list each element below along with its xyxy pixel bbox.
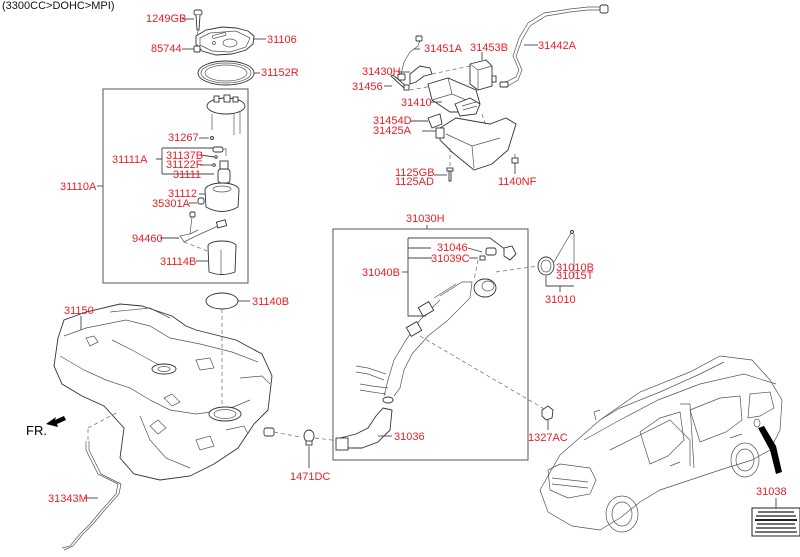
part-label-31112[interactable]: 31112 <box>168 188 197 200</box>
part-label-31111A[interactable]: 31111A <box>112 154 148 166</box>
part-label-31442A[interactable]: 31442A <box>538 40 577 52</box>
part-label-1140NF[interactable]: 1140NF <box>498 176 537 188</box>
part-label-1471DC[interactable]: 1471DC <box>290 471 330 483</box>
part-label-31425A[interactable]: 31425A <box>373 125 412 137</box>
bolt-1249GB <box>193 9 203 31</box>
part-label-1249GB[interactable]: 1249GB <box>146 13 186 25</box>
vent-hose-31451A <box>397 35 423 81</box>
part-label-31039C[interactable]: 31039C <box>431 253 470 265</box>
part-label-31010[interactable]: 31010 <box>545 294 576 306</box>
label-location-pointer <box>758 426 782 474</box>
part-label-31137B[interactable]: 31137B <box>166 150 203 162</box>
part-label-31453B[interactable]: 31453B <box>470 42 508 54</box>
gasket-ring-31140B <box>205 292 239 310</box>
bracket-31425A <box>435 127 445 139</box>
part-label-31152R[interactable]: 31152R <box>261 67 299 79</box>
fuel-tank-31150 <box>53 303 275 481</box>
pump-reservoir-31112 <box>204 182 240 212</box>
filler-cap-seal-31046 <box>479 245 517 261</box>
fuel-pump-31111 <box>212 146 231 184</box>
part-label-31114B[interactable]: 31114B <box>160 256 196 268</box>
part-label-31040B[interactable]: 31040B <box>362 267 400 279</box>
part-label-1327AC[interactable]: 1327AC <box>528 432 568 444</box>
reservoir-cup-31114B <box>207 240 237 275</box>
cover-plate-31106 <box>195 26 255 56</box>
part-label-31106[interactable]: 31106 <box>267 34 297 46</box>
part-label-31150[interactable]: 31150 <box>64 305 94 317</box>
part-label-31267[interactable]: 31267 <box>168 132 199 144</box>
vehicle-illustration <box>539 355 783 533</box>
part-label-94460[interactable]: 94460 <box>132 233 163 245</box>
filler-hose-31036 <box>335 407 393 451</box>
bolt-1140NF <box>511 154 519 164</box>
part-label-85744[interactable]: 85744 <box>151 43 182 55</box>
part-label-31030H[interactable]: 31030H <box>406 213 445 225</box>
part-label-31430H[interactable]: 31430H <box>362 66 401 78</box>
part-label-1125AD[interactable]: 1125AD <box>395 176 434 188</box>
bracket-31454D <box>427 113 443 129</box>
valve-35301A <box>197 197 205 205</box>
part-label-31410[interactable]: 31410 <box>401 97 432 109</box>
filler-neck-assembly-box <box>332 228 529 461</box>
part-label-35301A[interactable]: 35301A <box>152 198 191 210</box>
engine-spec-header: (3300CC>DOHC>MPI) <box>2 0 115 12</box>
filter-31267 <box>210 136 214 140</box>
part-label-31111[interactable]: 31111 <box>173 169 201 181</box>
part-label-31110A[interactable]: 31110A <box>60 181 97 193</box>
part-label-31343M[interactable]: 31343M <box>48 493 88 505</box>
canister-31410 <box>427 77 481 117</box>
part-label-31456[interactable]: 31456 <box>352 81 383 93</box>
bolt-1125GB <box>446 167 454 182</box>
canister-tray <box>439 117 517 171</box>
part-label-1125GB[interactable]: 1125GB <box>395 167 435 179</box>
part-label-31046[interactable]: 31046 <box>437 242 468 254</box>
fuel-cap-31010 <box>537 230 575 278</box>
bolt-31456 <box>390 74 410 91</box>
hose-31430H <box>409 65 433 85</box>
clamp-1471DC <box>303 429 315 446</box>
filler-neck-pipe <box>355 278 497 404</box>
front-direction-arrow-icon <box>46 416 66 427</box>
pump-flange <box>206 94 246 135</box>
filter-31453B <box>469 59 497 91</box>
lock-ring-31152R <box>197 60 255 86</box>
vent-tube-31343M <box>61 441 122 551</box>
part-label-31454D[interactable]: 31454D <box>373 115 412 127</box>
part-label-31140B[interactable]: 31140B <box>252 296 289 308</box>
vapor-hose-31442A <box>499 4 609 88</box>
part-label-31036[interactable]: 31036 <box>394 431 425 443</box>
grommet-1327AC <box>541 405 554 421</box>
front-direction-label: FR. <box>26 423 47 438</box>
part-label-31015T[interactable]: 31015T <box>556 270 594 282</box>
part-label-31451A[interactable]: 31451A <box>424 43 463 55</box>
part-label-31122F[interactable]: 31122F <box>166 159 203 171</box>
sender-94460 <box>179 211 228 243</box>
part-label-31010B[interactable]: 31010B <box>556 262 594 274</box>
nut-85744 <box>193 45 201 53</box>
part-label-31038[interactable]: 31038 <box>756 486 787 498</box>
fuel-label-decal-31038 <box>751 507 800 537</box>
